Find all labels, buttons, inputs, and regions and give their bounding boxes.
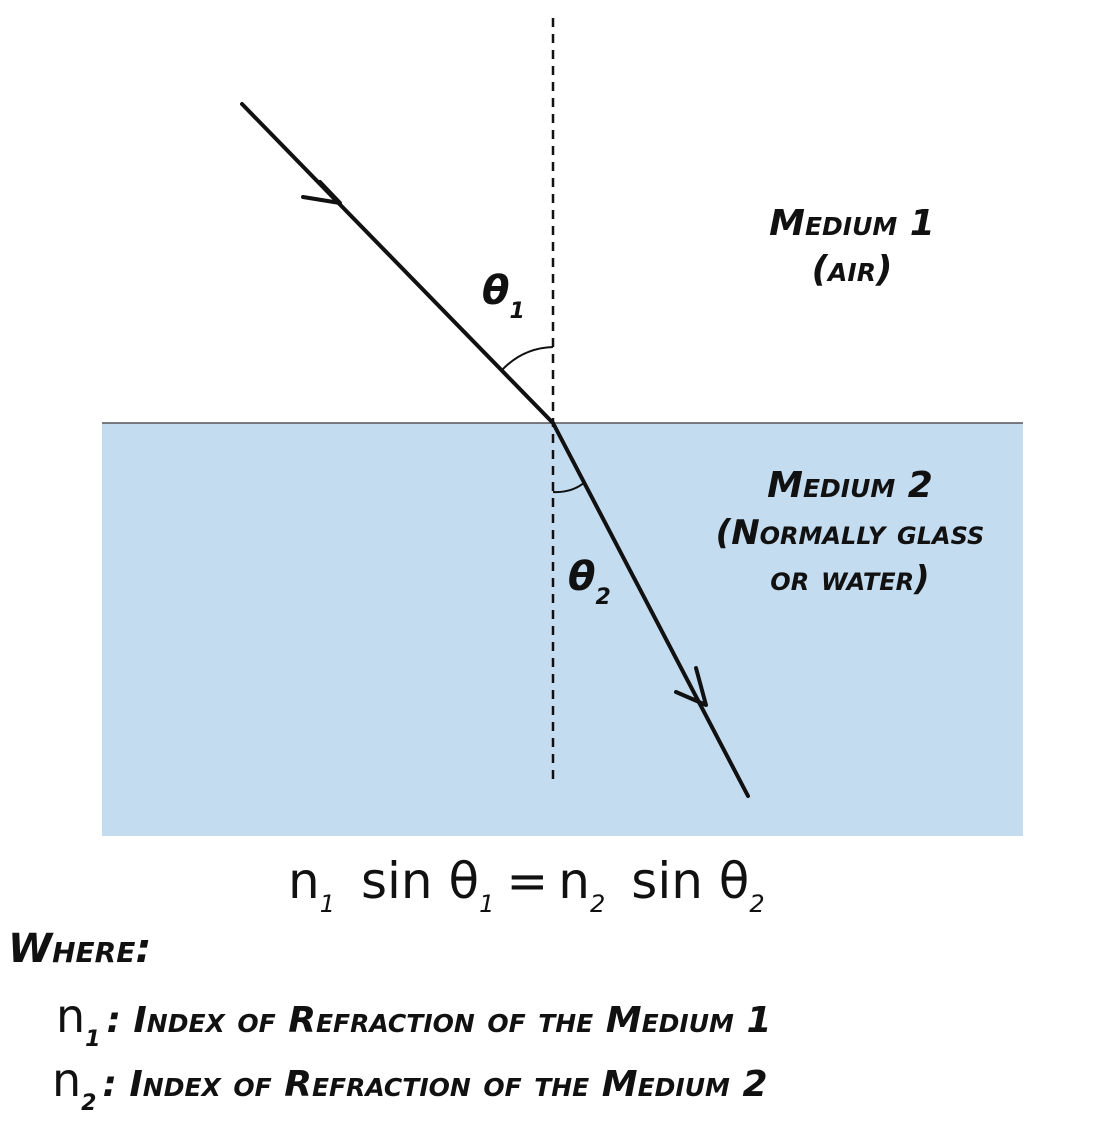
legend-item-2: n2: Index of Refraction of the Medium 2 <box>52 1053 768 1116</box>
incident-arrow-icon <box>301 180 342 205</box>
legend-item-1: n1: Index of Refraction of the Medium 1 <box>56 989 772 1052</box>
medium2-line2: or water) <box>770 559 929 599</box>
theta1-label: θ1 <box>482 268 525 324</box>
theta2-arc <box>552 481 586 494</box>
medium2-line1: (Normally glass <box>716 513 985 553</box>
medium1-title: Medium 1 <box>769 203 935 244</box>
incident-ray <box>240 102 555 425</box>
legend-heading: Where: <box>8 926 151 972</box>
medium1-subtitle: (air) <box>812 249 893 290</box>
refracted-arrow-icon <box>674 666 708 707</box>
refracted-ray <box>551 421 750 798</box>
medium2-title: Medium 2 <box>767 465 933 506</box>
theta2-label: θ2 <box>568 554 611 610</box>
theta1-arc <box>501 346 554 371</box>
